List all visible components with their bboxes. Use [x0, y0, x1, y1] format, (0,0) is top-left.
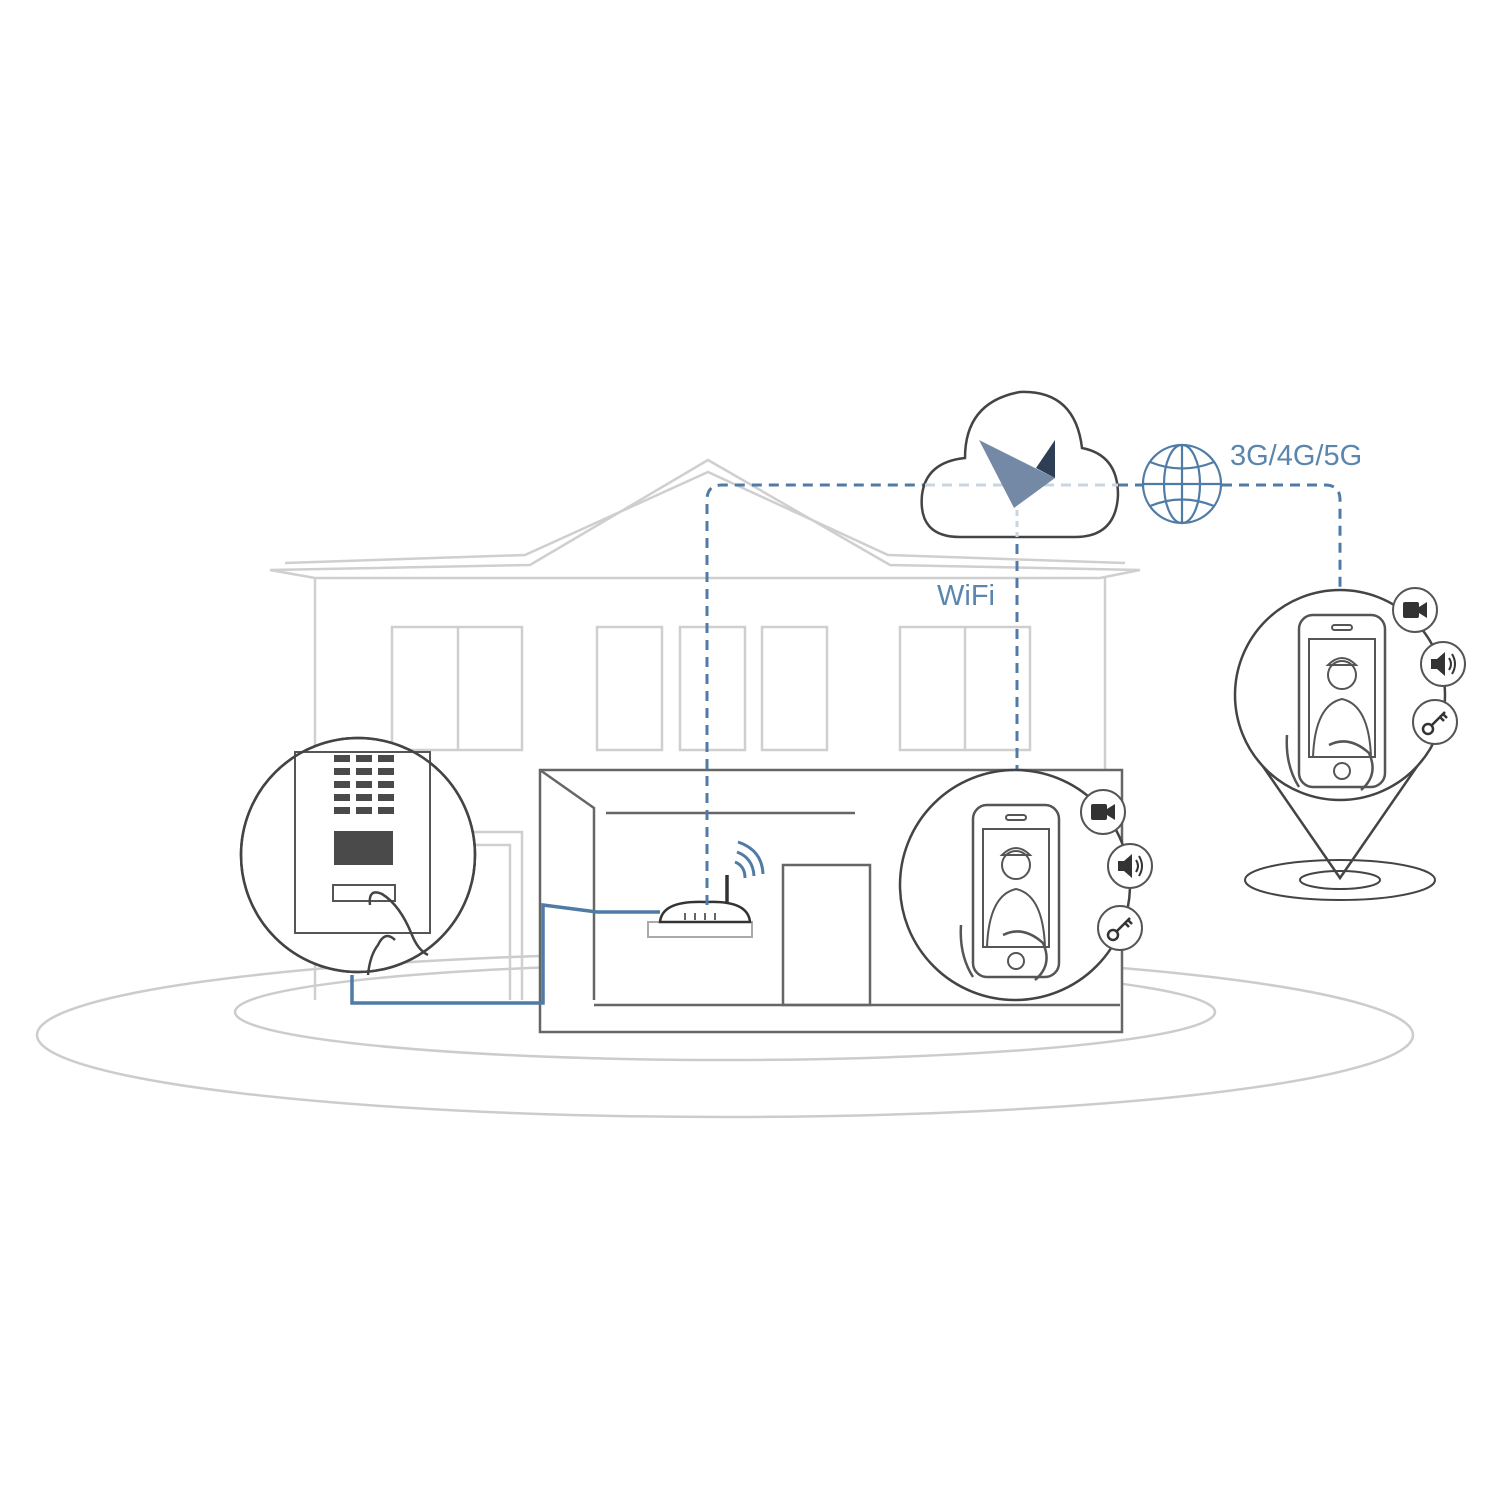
speaker-icon	[1107, 843, 1153, 889]
camera-screen	[334, 831, 393, 865]
keypad-key	[356, 768, 372, 775]
wifi-signal-icon	[734, 840, 765, 879]
wifi-label: WiFi	[937, 580, 995, 612]
speaker-icon	[1420, 641, 1466, 687]
brand-logo	[979, 440, 1055, 508]
cloud-icon	[920, 390, 1120, 539]
keypad-key	[356, 755, 372, 762]
cellular-label: 3G/4G/5G	[1230, 440, 1363, 472]
keypad-key	[334, 781, 350, 788]
location-pin-icon	[1233, 587, 1466, 901]
keypad-key	[378, 781, 394, 788]
key-icon	[1411, 698, 1459, 746]
keypad-key	[356, 794, 372, 801]
keypad-key	[334, 794, 350, 801]
smartphone-icon-home	[898, 768, 1153, 1002]
router-icon	[647, 875, 753, 938]
keypad-key	[378, 807, 394, 814]
keypad-key	[356, 807, 372, 814]
door	[781, 863, 872, 1007]
key-icon	[1096, 904, 1144, 952]
video-camera-icon	[1080, 789, 1126, 835]
keypad-key	[334, 807, 350, 814]
network-connections	[705, 483, 1342, 905]
keypad-key	[356, 781, 372, 788]
keypad-key	[378, 755, 394, 762]
wired-connection	[350, 903, 660, 1005]
call-button	[332, 884, 396, 902]
globe-icon	[1141, 443, 1223, 525]
keypad-key	[334, 755, 350, 762]
keypad-key	[378, 794, 394, 801]
keypad-key	[334, 768, 350, 775]
video-camera-icon	[1392, 587, 1438, 633]
keypad-key	[378, 768, 394, 775]
door-intercom-icon	[239, 736, 477, 976]
